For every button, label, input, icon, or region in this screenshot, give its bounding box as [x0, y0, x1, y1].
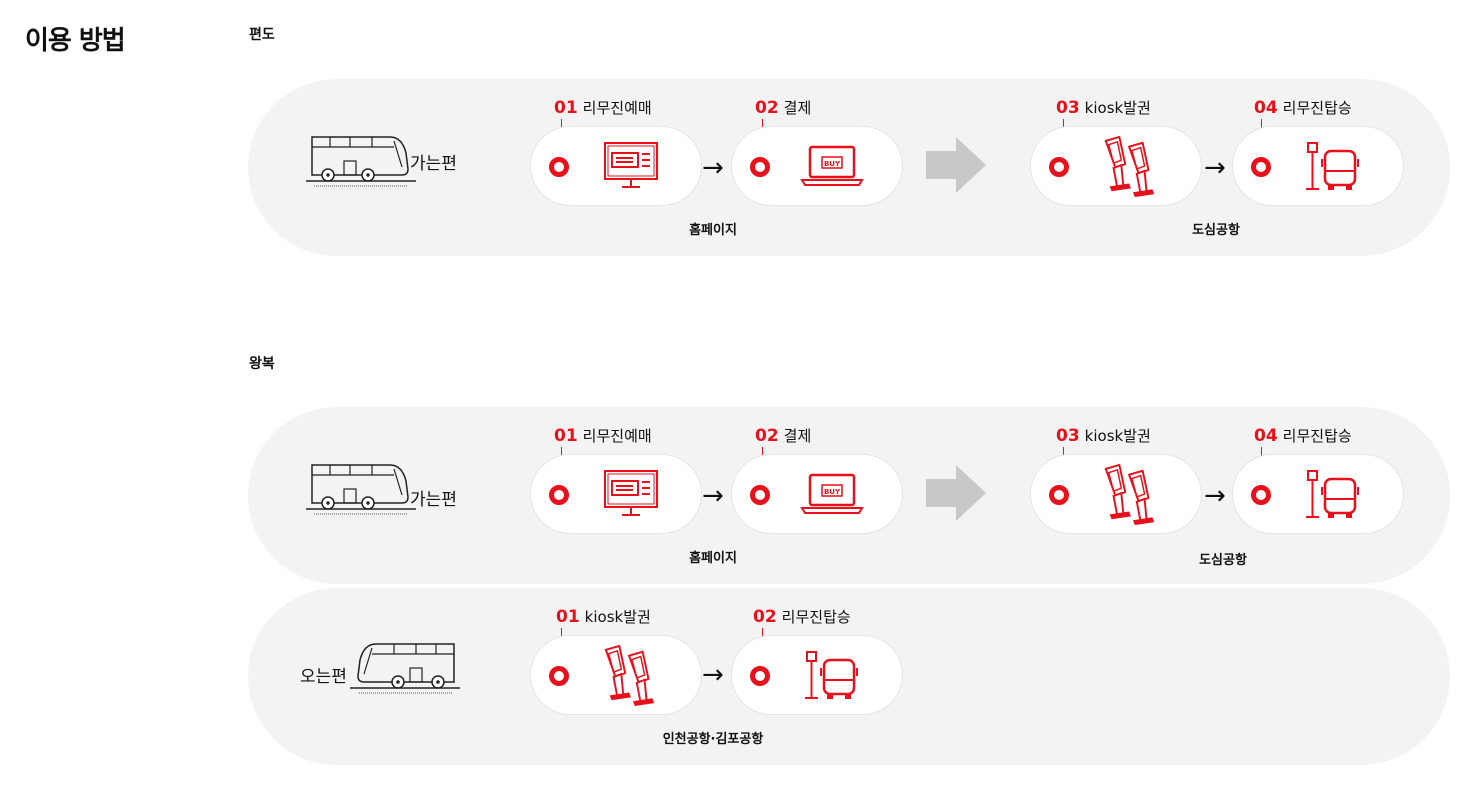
- bus-icon: [306, 136, 417, 187]
- arrow-right-icon: →: [702, 660, 724, 690]
- direction-label: 가는편: [410, 490, 457, 510]
- step-card-boarding: [1232, 126, 1404, 206]
- ticket-monitor-icon: [604, 142, 658, 188]
- step-marker-icon: [549, 666, 569, 686]
- bus-icon: [349, 643, 460, 694]
- step-card-payment: BUY: [731, 454, 903, 534]
- step-card-boarding: [1232, 454, 1404, 534]
- step-card-kiosk: [530, 635, 702, 715]
- svg-text:BUY: BUY: [824, 160, 841, 168]
- step-card-boarding: [731, 635, 903, 715]
- section-title-roundtrip: 왕복: [249, 356, 275, 372]
- laptop-buy-icon: BUY: [800, 145, 864, 187]
- bus-stop-icon: [1304, 141, 1360, 192]
- bus-stop-icon: [1304, 469, 1360, 520]
- step-card-payment: BUY: [731, 126, 903, 206]
- step-marker-icon: [1251, 485, 1271, 505]
- step-card-kiosk: [1030, 126, 1202, 206]
- page-title: 이용 방법: [25, 26, 126, 56]
- channel-caption: 홈페이지: [689, 223, 737, 238]
- kiosk-icon: [604, 644, 656, 708]
- channel-caption: 도심공항: [1192, 223, 1240, 238]
- section-title-oneway: 편도: [249, 27, 275, 43]
- arrow-right-icon: →: [1204, 481, 1226, 511]
- arrow-right-icon: →: [702, 153, 724, 183]
- step-card-reservation: [530, 126, 702, 206]
- step-marker-icon: [1049, 157, 1069, 177]
- big-arrow-icon: [926, 137, 986, 193]
- bus-icon: [306, 464, 417, 515]
- channel-caption: 도심공항: [1199, 553, 1247, 568]
- kiosk-icon: [1104, 463, 1156, 527]
- svg-text:BUY: BUY: [824, 488, 841, 496]
- step-card-reservation: [530, 454, 702, 534]
- bus-stop-icon: [803, 650, 859, 701]
- ticket-monitor-icon: [604, 470, 658, 516]
- laptop-buy-icon: BUY: [800, 473, 864, 515]
- step-marker-icon: [549, 157, 569, 177]
- arrow-right-icon: →: [1204, 153, 1226, 183]
- direction-label: 가는편: [410, 154, 457, 174]
- direction-label: 오는편: [300, 667, 347, 687]
- channel-caption: 인천공항·김포공항: [662, 732, 764, 747]
- step-marker-icon: [1251, 157, 1271, 177]
- step-marker-icon: [549, 485, 569, 505]
- kiosk-icon: [1104, 135, 1156, 199]
- step-marker-icon: [750, 485, 770, 505]
- channel-caption: 홈페이지: [689, 551, 737, 566]
- step-marker-icon: [750, 157, 770, 177]
- step-card-kiosk: [1030, 454, 1202, 534]
- step-marker-icon: [750, 666, 770, 686]
- big-arrow-icon: [926, 465, 986, 521]
- arrow-right-icon: →: [702, 481, 724, 511]
- step-marker-icon: [1049, 485, 1069, 505]
